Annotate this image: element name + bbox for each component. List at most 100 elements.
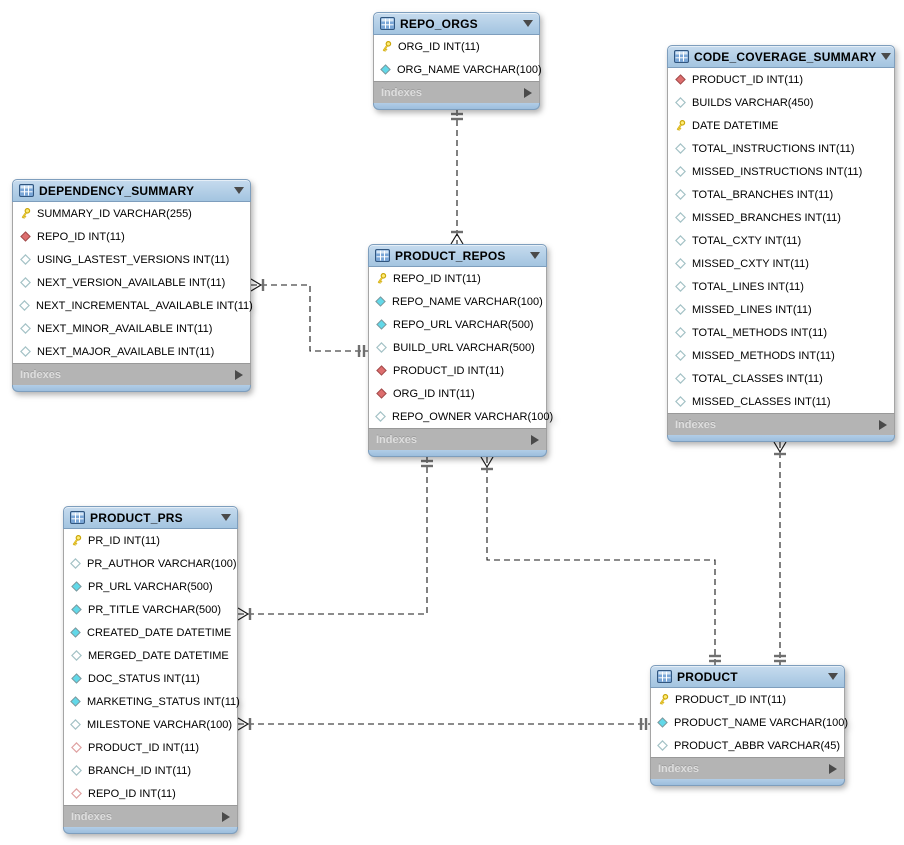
collapse-triangle-down-icon[interactable] (523, 20, 533, 27)
column-row[interactable]: TOTAL_BRANCHES INT(11) (668, 183, 894, 206)
relationship-product_prs-product_repos[interactable] (237, 457, 433, 621)
column-row[interactable]: TOTAL_METHODS INT(11) (668, 321, 894, 344)
column-row[interactable]: PR_ID INT(11) (64, 529, 237, 552)
column-row[interactable]: MISSED_METHODS INT(11) (668, 344, 894, 367)
table-title: PRODUCT_REPOS (395, 248, 506, 263)
table-header[interactable]: REPO_ORGS (373, 12, 540, 35)
column-row[interactable]: SUMMARY_ID VARCHAR(255) (13, 202, 250, 225)
column-row[interactable]: MISSED_CLASSES INT(11) (668, 390, 894, 413)
column-row[interactable]: REPO_ID INT(11) (13, 225, 250, 248)
table-header[interactable]: PRODUCT (650, 665, 845, 688)
column-nullable-icon (674, 304, 686, 315)
column-row[interactable]: MISSED_LINES INT(11) (668, 298, 894, 321)
indexes-row[interactable]: Indexes (63, 805, 238, 827)
column-row[interactable]: DATE DATETIME (668, 114, 894, 137)
column-row[interactable]: REPO_NAME VARCHAR(100) (369, 290, 546, 313)
column-row[interactable]: BUILD_URL VARCHAR(500) (369, 336, 546, 359)
column-label: MISSED_CXTY INT(11) (692, 257, 809, 270)
column-row[interactable]: NEXT_VERSION_AVAILABLE INT(11) (13, 271, 250, 294)
column-label: REPO_ID INT(11) (37, 230, 125, 243)
column-nullable-icon (19, 277, 31, 288)
indexes-row[interactable]: Indexes (12, 363, 251, 385)
indexes-row[interactable]: Indexes (667, 413, 895, 435)
expand-triangle-right-icon[interactable] (235, 369, 243, 380)
column-row[interactable]: PR_URL VARCHAR(500) (64, 575, 237, 598)
column-row[interactable]: REPO_ID INT(11) (64, 782, 237, 805)
table-header[interactable]: DEPENDENCY_SUMMARY (12, 179, 251, 202)
column-row[interactable]: TOTAL_CLASSES INT(11) (668, 367, 894, 390)
collapse-triangle-down-icon[interactable] (221, 514, 231, 521)
column-nullable-icon (375, 411, 386, 422)
column-row[interactable]: TOTAL_CXTY INT(11) (668, 229, 894, 252)
expand-triangle-right-icon[interactable] (524, 87, 532, 98)
table-title: PRODUCT_PRS (90, 510, 183, 525)
indexes-row[interactable]: Indexes (368, 428, 547, 450)
expand-triangle-right-icon[interactable] (531, 434, 539, 445)
column-row[interactable]: MISSED_CXTY INT(11) (668, 252, 894, 275)
collapse-triangle-down-icon[interactable] (881, 53, 892, 60)
column-row[interactable]: PRODUCT_ID INT(11) (651, 688, 844, 711)
column-row[interactable]: ORG_ID INT(11) (369, 382, 546, 405)
collapse-triangle-down-icon[interactable] (234, 187, 244, 194)
column-row[interactable]: USING_LASTEST_VERSIONS INT(11) (13, 248, 250, 271)
column-row[interactable]: MARKETING_STATUS INT(11) (64, 690, 240, 713)
column-row[interactable]: PRODUCT_ID INT(11) (64, 736, 237, 759)
column-row[interactable]: MISSED_BRANCHES INT(11) (668, 206, 894, 229)
column-row[interactable]: TOTAL_INSTRUCTIONS INT(11) (668, 137, 894, 160)
indexes-row[interactable]: Indexes (650, 757, 845, 779)
column-row[interactable]: CREATED_DATE DATETIME (64, 621, 237, 644)
column-nullable-icon (70, 719, 81, 730)
column-row[interactable]: REPO_ID INT(11) (369, 267, 546, 290)
column-row[interactable]: MISSED_INSTRUCTIONS INT(11) (668, 160, 894, 183)
collapse-triangle-down-icon[interactable] (828, 673, 838, 680)
expand-triangle-right-icon[interactable] (222, 811, 230, 822)
column-row[interactable]: BUILDS VARCHAR(450) (668, 91, 894, 114)
column-row[interactable]: ORG_ID INT(11) (374, 35, 539, 58)
column-row[interactable]: PR_AUTHOR VARCHAR(100) (64, 552, 237, 575)
table-grid-icon (380, 17, 395, 30)
relationship-dependency_summary-product_repos[interactable] (250, 278, 368, 357)
column-label: NEXT_VERSION_AVAILABLE INT(11) (37, 276, 226, 289)
fk-icon (19, 231, 31, 242)
column-nullable-icon (674, 350, 686, 361)
relationship-product_repos-product[interactable] (480, 456, 721, 665)
column-notnull-icon (380, 64, 391, 75)
column-row[interactable]: REPO_OWNER VARCHAR(100) (369, 405, 553, 428)
column-row[interactable]: TOTAL_LINES INT(11) (668, 275, 894, 298)
relationship-repo_orgs-product_repos[interactable] (450, 110, 464, 245)
column-row[interactable]: NEXT_MINOR_AVAILABLE INT(11) (13, 317, 250, 340)
column-row[interactable]: PRODUCT_ABBR VARCHAR(45) (651, 734, 844, 757)
table-product_repos[interactable]: PRODUCT_REPOS REPO_ID INT(11)REPO_NAME VA… (368, 244, 553, 457)
column-nullable-icon (674, 212, 686, 223)
column-row[interactable]: ORG_NAME VARCHAR(100) (374, 58, 542, 81)
column-row[interactable]: BRANCH_ID INT(11) (64, 759, 237, 782)
expand-triangle-right-icon[interactable] (879, 419, 887, 430)
expand-triangle-right-icon[interactable] (829, 763, 837, 774)
column-row[interactable]: PRODUCT_ID INT(11) (668, 68, 894, 91)
column-row[interactable]: NEXT_MAJOR_AVAILABLE INT(11) (13, 340, 250, 363)
column-row[interactable]: MILESTONE VARCHAR(100) (64, 713, 237, 736)
table-header[interactable]: PRODUCT_REPOS (368, 244, 547, 267)
column-row[interactable]: NEXT_INCREMENTAL_AVAILABLE INT(11) (13, 294, 253, 317)
column-row[interactable]: REPO_URL VARCHAR(500) (369, 313, 546, 336)
column-row[interactable]: PRODUCT_ID INT(11) (369, 359, 546, 382)
column-row[interactable]: PR_TITLE VARCHAR(500) (64, 598, 237, 621)
column-nullable-icon (19, 254, 31, 265)
table-product_prs[interactable]: PRODUCT_PRS PR_ID INT(11)PR_AUTHOR VARCHA… (63, 506, 240, 834)
column-label: USING_LASTEST_VERSIONS INT(11) (37, 253, 230, 266)
table-header[interactable]: PRODUCT_PRS (63, 506, 238, 529)
column-row[interactable]: DOC_STATUS INT(11) (64, 667, 237, 690)
table-header[interactable]: CODE_COVERAGE_SUMMARY (667, 45, 895, 68)
column-row[interactable]: PRODUCT_NAME VARCHAR(100) (651, 711, 848, 734)
relationship-code_coverage_summary-product[interactable] (773, 441, 787, 665)
relationship-product_prs-product[interactable] (237, 717, 650, 731)
collapse-triangle-down-icon[interactable] (530, 252, 540, 259)
indexes-row[interactable]: Indexes (373, 81, 540, 103)
column-row[interactable]: MERGED_DATE DATETIME (64, 644, 237, 667)
column-label: MILESTONE VARCHAR(100) (87, 718, 233, 731)
